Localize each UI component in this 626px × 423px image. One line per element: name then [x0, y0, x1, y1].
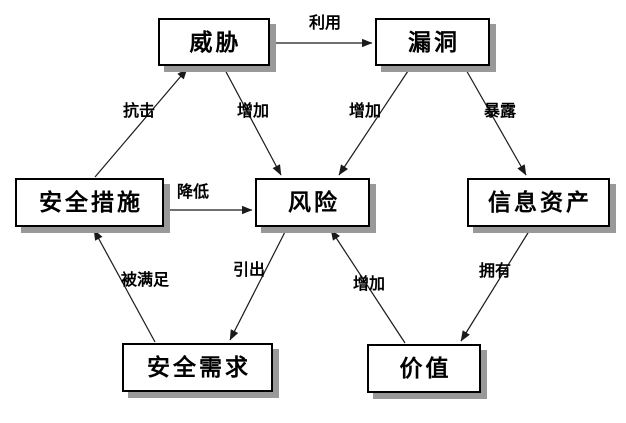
node-security-measures: 安全措施: [15, 178, 164, 227]
node-threat: 威胁: [158, 18, 270, 66]
edge-label-reduce: 降低: [176, 184, 210, 201]
node-value-label: 价值: [399, 355, 452, 381]
edge-label-lead-to: 引出: [232, 262, 266, 279]
edge-label-own: 拥有: [478, 263, 512, 280]
node-value: 价值: [367, 344, 481, 393]
edge-label-exploit: 利用: [308, 15, 342, 32]
node-security-measures-label: 安全措施: [39, 189, 143, 215]
edge-label-resist: 抗击: [122, 103, 156, 120]
edge-label-increase-threat: 增加: [236, 103, 270, 120]
edge-label-satisfied: 被满足: [120, 272, 170, 289]
edge-increase-threat-arrow: [223, 67, 282, 176]
node-vulnerability-label: 漏洞: [408, 28, 460, 55]
node-security-requirements-label: 安全需求: [147, 354, 251, 380]
edge-increase-value-arrow: [330, 229, 406, 344]
node-info-assets: 信息资产: [467, 178, 610, 227]
node-vulnerability: 漏洞: [375, 18, 490, 66]
node-security-requirements: 安全需求: [122, 343, 273, 392]
edge-increase-vuln-arrow: [338, 67, 411, 176]
edge-label-expose: 暴露: [483, 103, 517, 120]
node-risk: 风险: [255, 178, 370, 227]
edge-satisfied-arrow: [93, 229, 156, 343]
edge-own-arrow: [460, 227, 532, 342]
edge-lead-to-arrow: [229, 227, 288, 341]
node-risk-label: 风险: [288, 189, 340, 215]
edge-label-increase-vuln: 增加: [348, 103, 382, 120]
edge-label-increase-value: 增加: [352, 276, 386, 293]
node-threat-label: 威胁: [189, 28, 242, 55]
node-info-assets-label: 信息资产: [488, 189, 592, 215]
edge-expose-arrow: [464, 67, 527, 176]
edge-resist-arrow: [94, 68, 188, 178]
